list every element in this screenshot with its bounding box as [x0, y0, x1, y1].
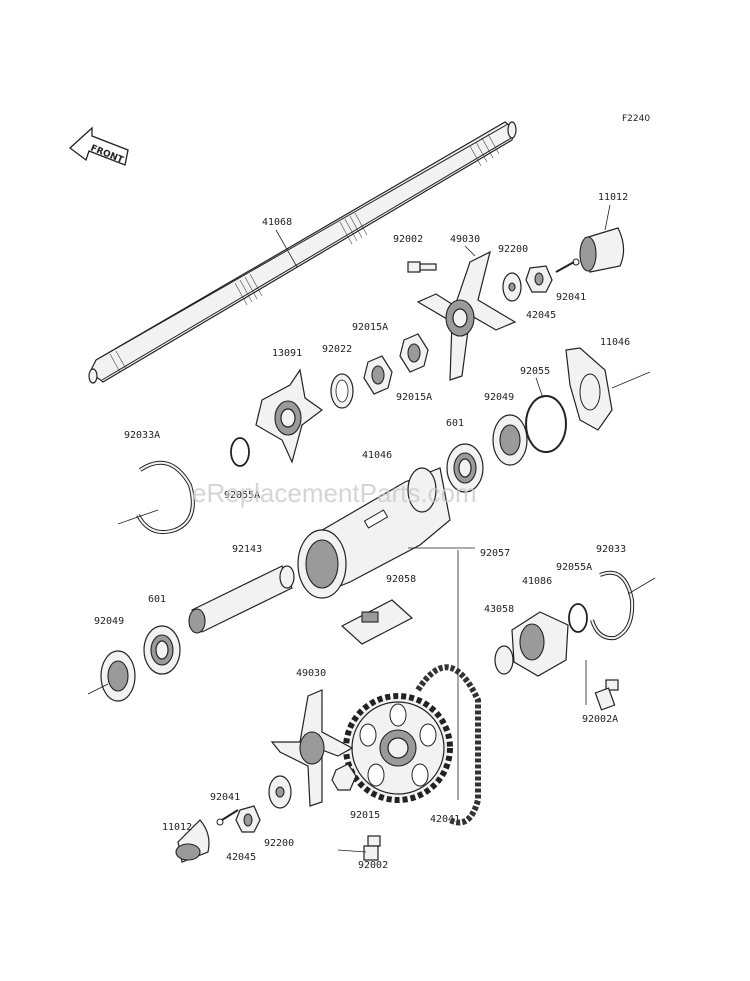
label-43058: 43058: [484, 604, 514, 615]
label-11046: 11046: [600, 337, 630, 348]
hub-cap-top: [579, 227, 625, 273]
label-92015A-bot: 92015A: [396, 392, 432, 403]
label-92055: 92055: [520, 366, 550, 377]
washer-bottom: [268, 775, 292, 809]
label-92055A-right: 92055A: [556, 562, 592, 573]
label-92055A-left: 92055A: [224, 490, 260, 501]
o-ring-left: [230, 437, 250, 467]
label-92002-top: 92002: [393, 234, 423, 245]
chain-master-link: [340, 599, 414, 645]
label-92057: 92057: [480, 548, 510, 559]
axle-shaft: [88, 121, 517, 384]
label-49030-top: 49030: [450, 234, 480, 245]
oil-seal-left: [100, 650, 136, 702]
bearing-right: [446, 443, 484, 493]
label-601-right: 601: [446, 418, 464, 429]
label-92015A-top: 92015A: [352, 322, 388, 333]
axle-housing: [297, 467, 451, 599]
front-arrow-icon: FRONT: [68, 126, 129, 166]
sprocket-hub: [255, 368, 324, 464]
label-92049-right: 92049: [484, 392, 514, 403]
bolt-bottom: [363, 835, 381, 861]
watermark: eReplacementParts.com: [192, 478, 477, 508]
label-11012-top: 11012: [598, 192, 628, 203]
hub-cap-bottom: [175, 819, 210, 863]
circlip-left: [136, 460, 195, 535]
label-92041-bot: 92041: [210, 792, 240, 803]
label-41068: 41068: [262, 217, 292, 228]
label-42041: 42041: [430, 814, 460, 825]
o-ring-right: [568, 603, 588, 633]
bolt-flange: [594, 679, 619, 711]
label-92033A: 92033A: [124, 430, 160, 441]
diagram-code: F2240: [622, 114, 650, 124]
lock-nut-2: [399, 333, 429, 373]
label-92002A: 92002A: [582, 714, 618, 725]
label-601-left: 601: [148, 594, 166, 605]
label-92015: 92015: [350, 810, 380, 821]
o-ring: [525, 395, 567, 453]
hub-flange-top: [416, 250, 517, 381]
lock-nut-1: [363, 355, 393, 395]
spacer-tube: [188, 565, 295, 634]
label-42045-top: 42045: [526, 310, 556, 321]
label-92200-top: 92200: [498, 244, 528, 255]
label-92143: 92143: [232, 544, 262, 555]
nut-92015: [331, 763, 357, 791]
label-11012-bot: 11012: [162, 822, 192, 833]
bolt-top: [407, 261, 437, 273]
chain-guard-bracket: [565, 347, 613, 431]
label-92022: 92022: [322, 344, 352, 355]
label-49030-bot: 49030: [296, 668, 326, 679]
label-42045-bot: 42045: [226, 852, 256, 863]
hub-flange-bottom: [270, 689, 354, 807]
cotter-pin-top: [555, 258, 580, 273]
washer-top: [502, 272, 522, 302]
label-92041-top: 92041: [556, 292, 586, 303]
shim-ring: [330, 373, 354, 409]
drive-chain: [415, 664, 481, 826]
oil-seal-right: [492, 414, 528, 466]
spacer-ring: [494, 645, 514, 675]
label-92200-bot: 92200: [264, 838, 294, 849]
label-13091: 13091: [272, 348, 302, 359]
label-92033: 92033: [596, 544, 626, 555]
nut-bottom: [235, 805, 261, 833]
label-92058: 92058: [386, 574, 416, 585]
label-41086: 41086: [522, 576, 552, 587]
bearing-left: [143, 625, 181, 675]
bearing-flange: [511, 611, 569, 677]
label-41046: 41046: [362, 450, 392, 461]
label-92049-left: 92049: [94, 616, 124, 627]
cotter-pin-bottom: [216, 809, 239, 826]
nut-top: [525, 265, 553, 293]
label-92002-bot: 92002: [358, 860, 388, 871]
drive-sprocket: [343, 693, 453, 803]
circlip-right: [590, 570, 635, 641]
